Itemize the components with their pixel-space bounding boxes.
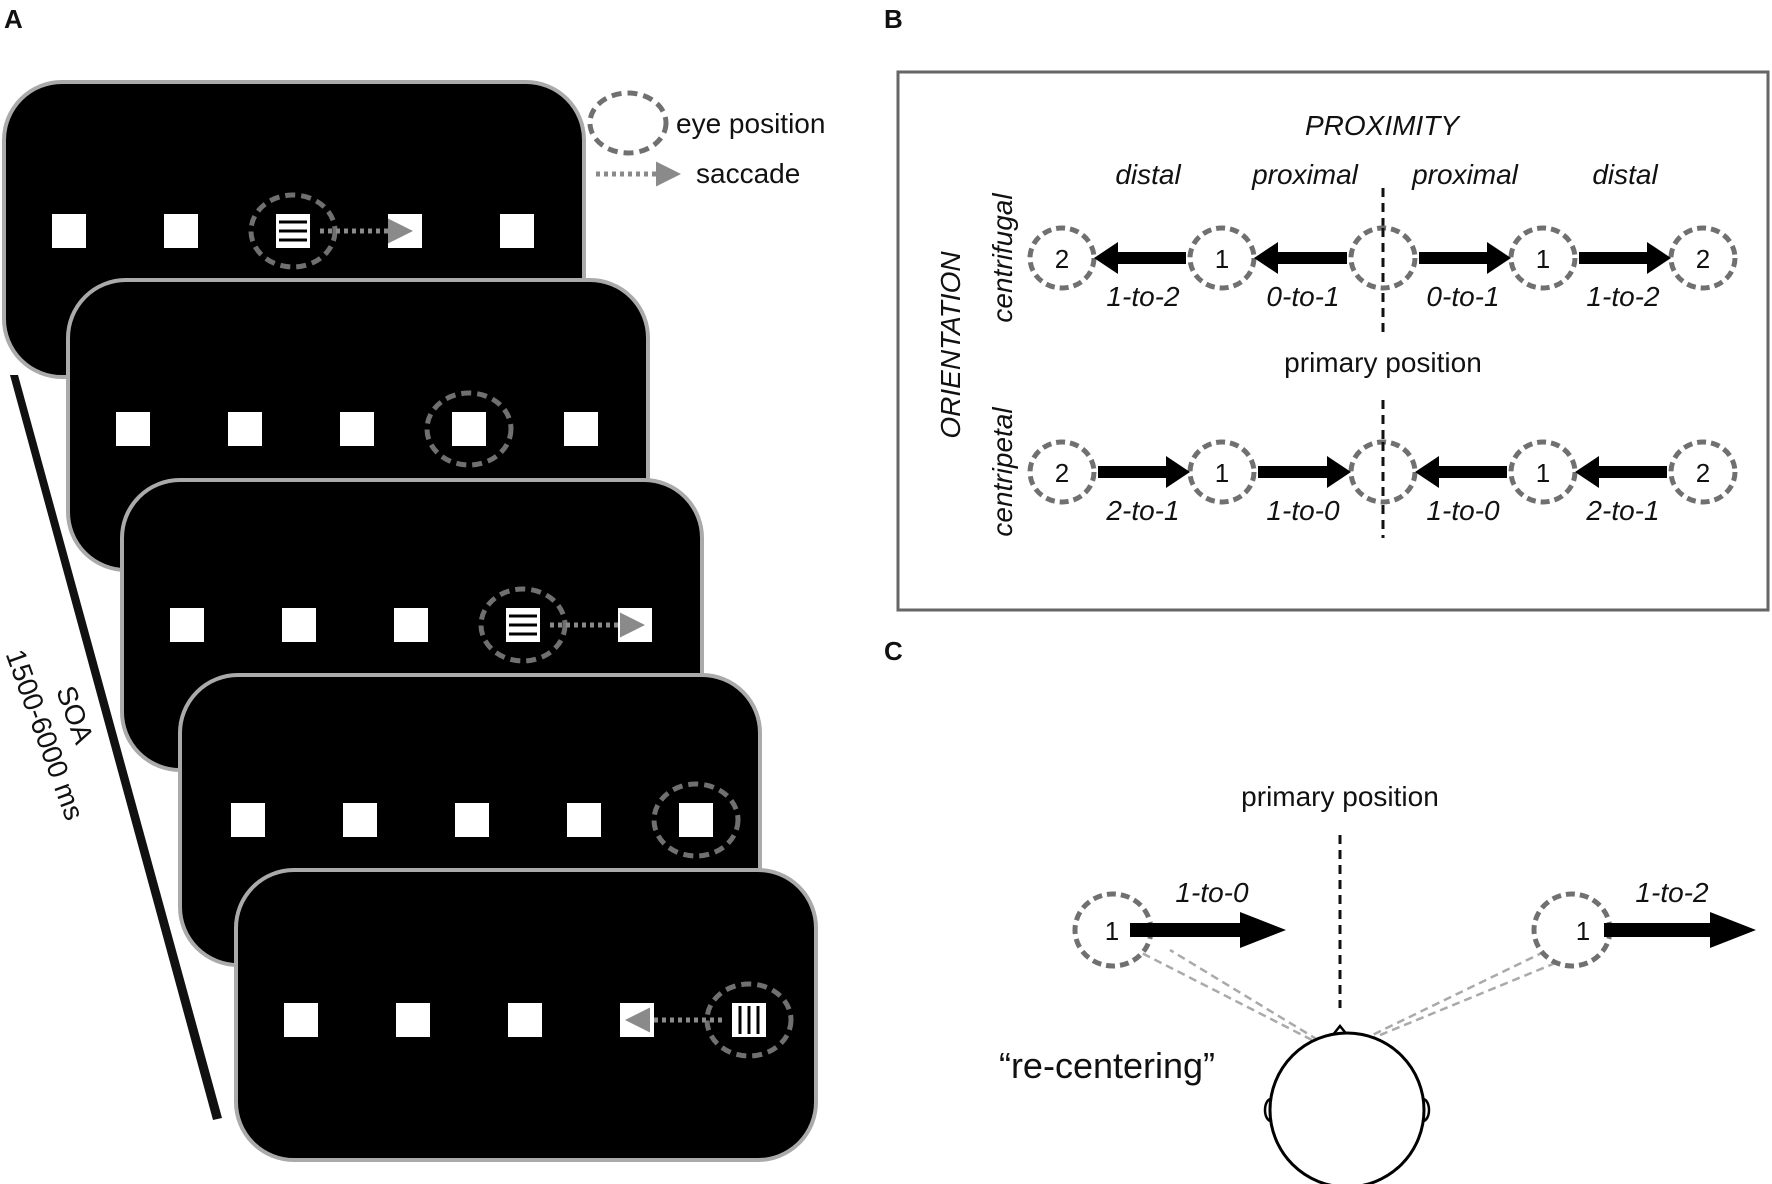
saccade-arrow-left	[1094, 242, 1186, 274]
eye-position-marker	[424, 390, 514, 468]
position-number: 1	[1215, 458, 1229, 488]
saccade-arrow-right	[1419, 242, 1511, 274]
eye-position-marker	[248, 192, 338, 270]
target-square	[508, 1003, 542, 1037]
transition-label: 1-to-2	[1106, 281, 1180, 312]
proximity-label-proximal-right: proximal	[1411, 159, 1519, 190]
transition-label: 1-to-0	[1175, 877, 1249, 908]
recentering-arrow	[1130, 912, 1286, 948]
target-square	[116, 412, 150, 446]
row-label-centrifugal: centrifugal	[987, 193, 1018, 323]
timeline-arrow	[10, 375, 222, 1120]
position-marker	[1508, 225, 1578, 291]
position-marker	[1027, 439, 1097, 505]
recentering-arrow	[1604, 912, 1756, 948]
eye-position-marker	[478, 586, 568, 664]
panel-b-frame	[896, 70, 1770, 612]
primary-position-label: primary position	[1241, 781, 1439, 812]
horizontal-grating-icon	[509, 614, 537, 636]
centrifugal-row: 2 1 1 2 1-to-2 0-to-1 0-to-1 1-to-2	[1027, 225, 1738, 312]
saccade-arrow-right	[1258, 456, 1351, 488]
panel-c-letter: C	[884, 636, 903, 666]
target-square	[679, 803, 713, 837]
eye-position-marker	[704, 981, 794, 1059]
target-square	[228, 412, 262, 446]
position-number: 1	[1215, 244, 1229, 274]
target-square	[284, 1003, 318, 1037]
saccade-arrow-right	[1098, 456, 1190, 488]
target-square	[231, 803, 265, 837]
saccade-arrow-left	[1575, 456, 1667, 488]
transition-label: 0-to-1	[1266, 281, 1339, 312]
position-marker	[1187, 439, 1257, 505]
saccade-arrow-right	[1579, 242, 1671, 274]
transition-label: 1-to-2	[1586, 281, 1660, 312]
position-number: 2	[1696, 244, 1710, 274]
target-square	[500, 214, 534, 248]
transition-label: 2-to-1	[1585, 495, 1659, 526]
position-number: 1	[1105, 916, 1119, 946]
transition-label: 1-to-0	[1266, 495, 1340, 526]
target-square	[164, 214, 198, 248]
proximity-title: PROXIMITY	[1305, 110, 1461, 141]
transition-label: 1-to-0	[1426, 495, 1500, 526]
target-square	[52, 214, 86, 248]
panel-a-letter: A	[4, 4, 23, 34]
target-square	[170, 608, 204, 642]
screen-5	[234, 868, 818, 1162]
target-square	[340, 412, 374, 446]
row-label-centripetal: centripetal	[987, 407, 1018, 537]
vertical-grating-icon	[738, 1006, 760, 1034]
orientation-title: ORIENTATION	[935, 251, 966, 439]
target-square	[343, 803, 377, 837]
sight-line	[1169, 948, 1319, 1042]
recentering-label: “re-centering”	[999, 1045, 1215, 1086]
head-icon	[1263, 1023, 1431, 1184]
position-marker	[1531, 891, 1613, 969]
legend-eye-position-icon	[587, 90, 669, 156]
target-square	[455, 803, 489, 837]
sight-line	[1131, 946, 1313, 1042]
position-number: 2	[1055, 458, 1069, 488]
target-square	[396, 1003, 430, 1037]
target-square	[567, 803, 601, 837]
primary-position-label: primary position	[1284, 347, 1482, 378]
legend-eye-position-label: eye position	[676, 108, 825, 139]
position-number: 1	[1536, 244, 1550, 274]
target-square	[282, 608, 316, 642]
position-number: 2	[1055, 244, 1069, 274]
position-number: 1	[1576, 916, 1590, 946]
panel-b-letter: B	[884, 4, 903, 34]
proximity-label-distal-left: distal	[1115, 159, 1181, 190]
horizontal-grating-icon	[279, 220, 307, 242]
transition-label: 1-to-2	[1635, 877, 1709, 908]
transition-label: 0-to-1	[1426, 281, 1499, 312]
sight-line	[1361, 946, 1553, 1042]
position-marker	[1668, 225, 1738, 291]
legend-saccade-label: saccade	[696, 158, 800, 189]
saccade-arrow-left	[1415, 456, 1507, 488]
transition-label: 2-to-1	[1105, 495, 1179, 526]
position-number: 1	[1536, 458, 1550, 488]
proximity-label-proximal-left: proximal	[1251, 159, 1359, 190]
target-square	[452, 412, 486, 446]
legend: eye position saccade	[587, 90, 825, 189]
position-marker	[1668, 439, 1738, 505]
target-square	[394, 608, 428, 642]
saccade-arrow-left	[1254, 242, 1347, 274]
centripetal-row: 2 1 1 2 2-to-1 1-to-0 1-to-0 2-to-1	[1027, 439, 1738, 526]
proximity-label-distal-right: distal	[1592, 159, 1658, 190]
target-square	[564, 412, 598, 446]
position-number: 2	[1696, 458, 1710, 488]
eye-position-marker	[651, 781, 741, 859]
